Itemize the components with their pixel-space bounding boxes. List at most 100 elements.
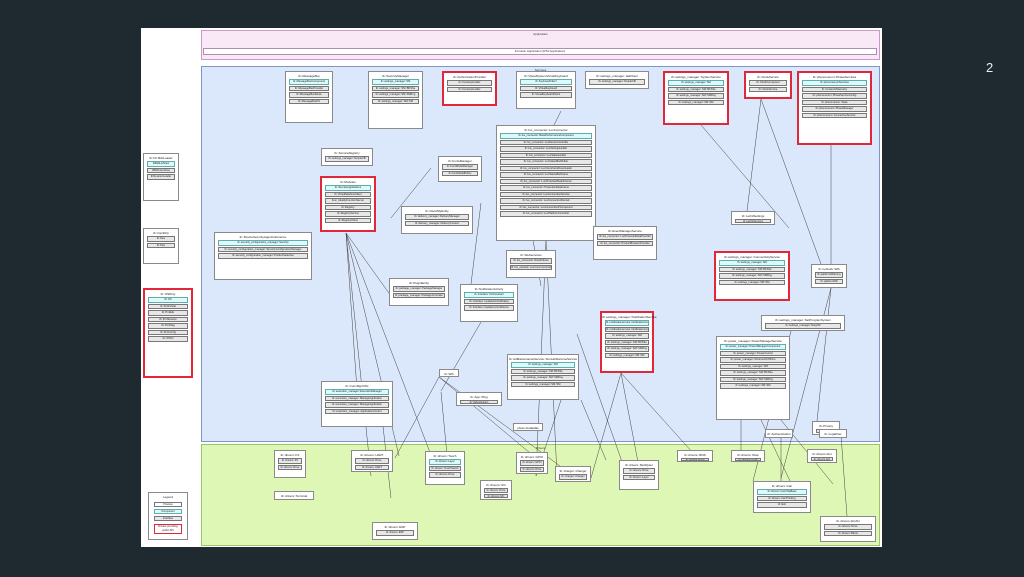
service-box-row: tb::phenomenon::PhaseManager: [802, 106, 867, 112]
service-box-row: tb::settings_manager::SM: [605, 333, 649, 339]
service-box-title: tb::settings_manager::ConnectivityServic…: [723, 255, 781, 259]
connection-line: [345, 232, 392, 297]
service-box-title: tb::network::Wifi: [818, 267, 840, 271]
service-box-row: tb::MessageBusFS: [289, 98, 329, 104]
service-box-row: tb::settings_manager::NetgCR: [765, 323, 841, 329]
service-box-title: tb::FontsManager: [448, 159, 472, 163]
connection-line: [580, 399, 607, 461]
service-box-title: tb::PluginEntity: [408, 281, 429, 285]
service-box-title: tb::ConnMgrCWs: [345, 384, 369, 388]
service-box-row: tb::settings_manager::SM::BKSSe: [372, 85, 419, 91]
left-box-row: tb::PmtSession: [148, 316, 188, 322]
service-box-row: tb::ClockComponent: [749, 80, 787, 86]
left-box-title: tb::lib::BsbLoader: [149, 156, 173, 160]
service-box-row: tb::MessageBusComponent: [289, 79, 329, 85]
service-box-row: tb::platformWifi: [815, 278, 843, 284]
legend-component: Component: [154, 509, 182, 514]
left-box-title: tb::CanDirty: [153, 231, 169, 235]
service-box-title: tb::ClockService: [757, 75, 779, 79]
service-box-row: tb::power_manager::SchemeOnOffOne: [720, 357, 786, 363]
service-box-row: tb::notificationservice::NotificationCon…: [605, 320, 649, 326]
service-box-row: tb::settings_manager::SM::SMRng: [668, 93, 724, 99]
driver-box-title: tb::drivers::Wow: [737, 453, 759, 457]
connection-line: [840, 434, 848, 517]
service-box-row: tb::security_configuration_manager::Secu…: [218, 246, 308, 252]
service-box-row: tb::delivery_manager::DeliveryContext: [405, 220, 469, 226]
driver-box-title: tb::drivers::ECAN: [836, 519, 860, 523]
service-box-title: tb::DeviceSecurityAgentCoherence: [239, 235, 287, 239]
slide-number: 2: [986, 60, 994, 75]
service-box-row: tb::settings_manager::SM: [720, 363, 786, 369]
driver-box-row: tb::drivers::Drive: [520, 466, 544, 472]
service-box-title: tb::ClientMyEntity: [425, 209, 449, 213]
connection-line: [390, 167, 432, 219]
service-box-row: tb::power_manager::PowerControl: [720, 350, 786, 356]
legend-process: Process: [154, 502, 182, 507]
driver-box: tb::drivers::Terminal: [274, 491, 314, 500]
connection-line: [746, 98, 762, 212]
service-box-row: tb::Registry: [325, 204, 371, 210]
service-box-row: tb::execution_manager::ManageApplication: [325, 395, 389, 401]
driver-box-row: tb::drivers::Drive: [735, 458, 761, 461]
service-box-row: tb::settings_manager::SM: [511, 362, 575, 368]
service-box-row: tb::settings_manager::SM::SMRng: [511, 375, 575, 381]
service-box-row: tb::ContextsTelemetry: [802, 86, 867, 92]
connection-line: [760, 98, 822, 265]
driver-box-row: tb::drivers::TouchSwitch: [429, 465, 461, 471]
left-box-row: tb::PmtEfe: [148, 310, 188, 316]
service-box: tb::Wifi: [439, 369, 459, 377]
left-box-row: tb::Dev: [147, 242, 175, 248]
drivers-layer-title: Drivers: [535, 446, 546, 450]
driver-box-title: tb::drivers::MeItQuier: [624, 463, 653, 467]
service-box-row: tb::MessageBusRoute: [289, 92, 329, 98]
service-box-row: tb::MessageBusProvider: [289, 85, 329, 91]
left-box-row: tb::OS: [148, 297, 188, 303]
driver-box-row: tb::Exit: [757, 502, 807, 508]
service-box-row: tb::settings_manager::SM::SM: [720, 383, 786, 389]
service-box: tb::settings_manager::NotificationServic…: [600, 311, 657, 373]
connection-line: [553, 110, 562, 126]
service-box-row: tb::platformWifiproxy: [815, 272, 843, 278]
service-box-title: tb::EventManagerService: [608, 229, 642, 233]
driver-box-row: tb::drivers::Blend: [824, 530, 872, 536]
service-box-row: tb::lux_connector::LuxSettingsHolder: [500, 146, 592, 152]
service-box: tb::AdMaintenanceService::SimLabRuntimeS…: [507, 354, 579, 400]
driver-box-row: tb::drivers::Layer: [429, 459, 461, 465]
service-box-title: tb::AuthorizationProvider: [453, 75, 486, 79]
service-box-row: tb::lux_connector::LuxProtectedStateFram…: [500, 178, 592, 184]
driver-box-row: tb::drivers::Drive: [623, 468, 655, 474]
left-box-row: tbBsbLaunchee: [147, 167, 175, 173]
driver-box-title: tb::drivers::FS: [280, 453, 300, 457]
driver-box-title: tb::drivers::Evt: [812, 452, 832, 456]
service-box-row: tb::lux_connector::LuxStatusHolder: [500, 152, 592, 158]
service-box-row: func_IdealityFunctionServer: [325, 198, 371, 204]
driver-box-row: tb::drivers::GPIO: [520, 460, 544, 466]
service-box-row: tb::lux_connector::LuxPlatformController: [500, 211, 592, 217]
service-box-title: tb::VisualSystemVirtualKeyboard: [524, 74, 568, 78]
driver-box-row: tb::drivers::Drive: [824, 524, 872, 530]
driver-box-row: tb::drivers::Layer: [623, 474, 655, 480]
service-box-title: tb::phenomenon::PhaseServices: [812, 75, 857, 79]
service-box-row: tb::ClockService: [749, 86, 787, 92]
left-box-row: tb::PmtConfig: [148, 329, 188, 335]
driver-box-row: tb::drivers::CanChipBase: [757, 489, 807, 495]
service-box-row: tb::RegistryClient: [325, 217, 371, 223]
service-box-row: tb::lux_connector::LuxProtectedDataProvi…: [597, 234, 653, 240]
service-box-row: tb::lux_connector::LuxStatusBarFrame: [500, 172, 592, 178]
service-box-row: tb::security_configuration_manager::Secu…: [218, 240, 308, 246]
